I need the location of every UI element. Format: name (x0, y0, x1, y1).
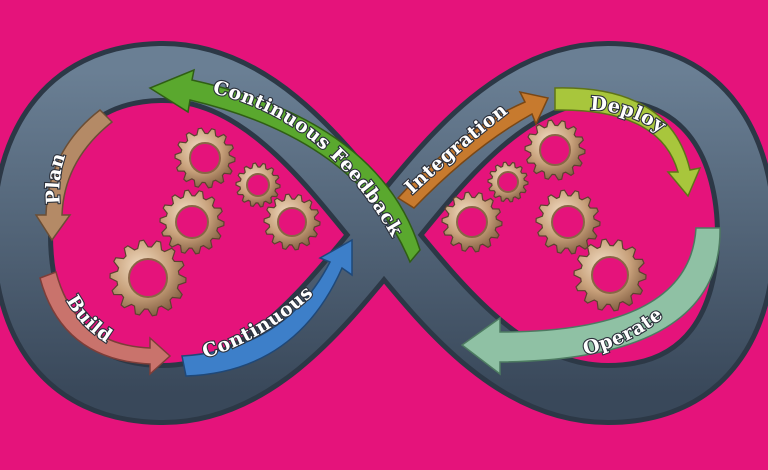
gear-icon (235, 162, 281, 208)
gears (109, 119, 647, 317)
operate-arrow (460, 227, 721, 376)
build-arrow (39, 271, 172, 376)
gear-icon (263, 193, 321, 251)
continuous-arrow (181, 238, 353, 377)
plan-arrow (34, 109, 114, 242)
infinity-loop (0, 40, 768, 426)
gear-icon (174, 127, 236, 189)
gear-icon (524, 119, 586, 181)
gear-icon (573, 238, 647, 312)
gear-icon (159, 189, 225, 255)
integration-arrow (396, 90, 550, 209)
gear-icon (487, 161, 529, 203)
gear-icon (109, 239, 187, 317)
deploy-arrow (554, 87, 702, 198)
gear-icon (535, 189, 601, 255)
feedback-arrow (148, 68, 421, 264)
stage-arrows (34, 68, 721, 377)
gear-icon (441, 191, 503, 253)
